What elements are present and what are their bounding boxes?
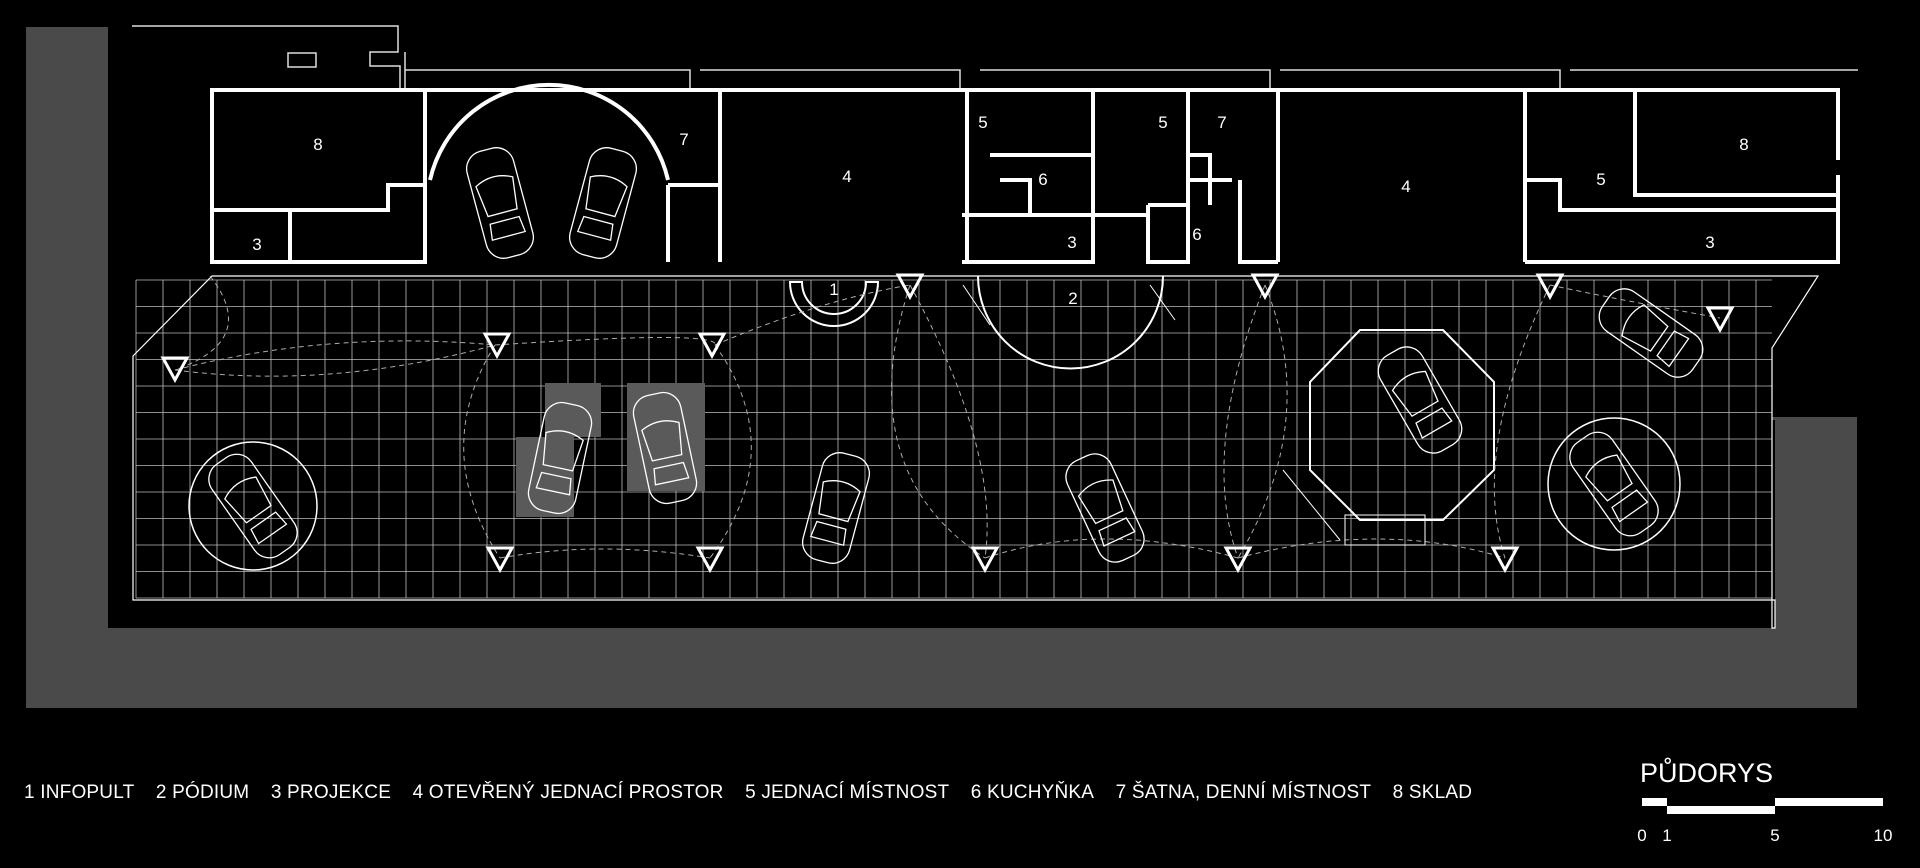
showroom-arc	[428, 82, 670, 181]
room-label-podium: 2	[1068, 289, 1077, 308]
room-label-store-right: 8	[1739, 135, 1748, 154]
legend-item: 1 INFOPULT	[24, 782, 135, 803]
turntable-left	[188, 441, 318, 571]
room-label-open-right: 4	[1401, 177, 1410, 196]
turntable-right	[1547, 417, 1681, 551]
legend: 1 INFOPULT 2 PÓDIUM 3 PROJEKCE 4 OTEVŘEN…	[24, 782, 1488, 804]
surrounding-hall	[26, 27, 1857, 708]
legend-item: 2 PÓDIUM	[155, 782, 250, 803]
scale-bar: 0 1 5 10	[1637, 796, 1892, 856]
car-icon	[527, 401, 593, 515]
legend-item: 8 SKLAD	[1392, 782, 1473, 803]
room-label-cloak-right: 7	[1217, 113, 1226, 132]
scale-bar-graphic	[1642, 798, 1883, 814]
room-label-cloak-left: 7	[679, 130, 688, 149]
scale-label: 5	[1770, 826, 1780, 845]
scale-segment	[1775, 798, 1883, 806]
scale-label: 1	[1662, 826, 1672, 845]
spot-light-icon	[1535, 273, 1565, 301]
podium-outline	[977, 275, 1164, 370]
floor-grid	[135, 279, 1772, 599]
room-label-kitchen-b: 6	[1192, 225, 1201, 244]
spot-light-icon	[697, 332, 727, 360]
room-label-infopult: 1	[829, 280, 838, 299]
car-icon	[465, 147, 535, 259]
wall-niche	[287, 52, 317, 68]
spot-light-icon	[895, 273, 925, 301]
car-icon	[1598, 288, 1704, 378]
lighting-arcs	[174, 275, 1721, 559]
room-label-projection-right: 3	[1705, 233, 1714, 252]
spot-light-icon	[1490, 546, 1520, 574]
car-icon	[1065, 453, 1145, 563]
legend-item: 6 KUCHYŇKA	[970, 782, 1095, 803]
spot-light-icon	[1705, 306, 1735, 334]
room-label-open-left: 4	[842, 167, 851, 186]
stairs	[962, 284, 1426, 546]
room-label-projection-mid: 3	[1067, 233, 1076, 252]
room-label-kitchen-a: 6	[1038, 170, 1047, 189]
room-numbers: 8 3 7 4 5 6 3 5 7 6 4 5 8 3 1 2	[252, 113, 1748, 308]
spot-light-icon	[1223, 546, 1253, 574]
spot-light-icon	[482, 332, 512, 360]
legend-item: 7 ŠATNA, DENNÍ MÍSTNOST	[1115, 782, 1372, 803]
infopult-outline	[788, 281, 880, 327]
floor-outline	[132, 275, 1820, 629]
spot-light-icon	[695, 546, 725, 574]
legend-item: 4 OTEVŘENÝ JEDNACÍ PROSTOR	[412, 782, 724, 803]
outer-wall-top	[132, 25, 1858, 91]
car-icon	[1377, 346, 1463, 454]
room-label-meeting-a: 5	[978, 113, 987, 132]
car-icon	[632, 391, 698, 505]
scale-label: 0	[1637, 826, 1647, 845]
legend-item: 5 JEDNACÍ MÍSTNOST	[745, 782, 950, 803]
display-cars	[208, 147, 1704, 564]
room-label-meeting-b: 5	[1158, 113, 1167, 132]
car-icon	[1569, 431, 1659, 537]
car-icon	[801, 452, 871, 564]
spot-light-icon	[485, 546, 515, 574]
legend-item: 3 PROJEKCE	[270, 782, 392, 803]
spot-lights	[160, 273, 1735, 574]
spot-light-icon	[1250, 273, 1280, 301]
octagon-platform	[1309, 329, 1495, 521]
plan-title: PŮDORYS	[1640, 758, 1774, 788]
scale-segment	[1667, 806, 1775, 814]
room-walls	[210, 88, 1840, 264]
car-icon	[208, 453, 298, 559]
room-label-meeting-c: 5	[1596, 170, 1605, 189]
car-icon	[568, 147, 638, 259]
spot-light-icon	[970, 546, 1000, 574]
room-label-projection-left: 3	[252, 235, 261, 254]
scale-segment	[1642, 798, 1667, 806]
scale-label: 10	[1873, 826, 1893, 845]
room-label-store-left: 8	[313, 135, 322, 154]
spot-light-icon	[160, 356, 190, 384]
